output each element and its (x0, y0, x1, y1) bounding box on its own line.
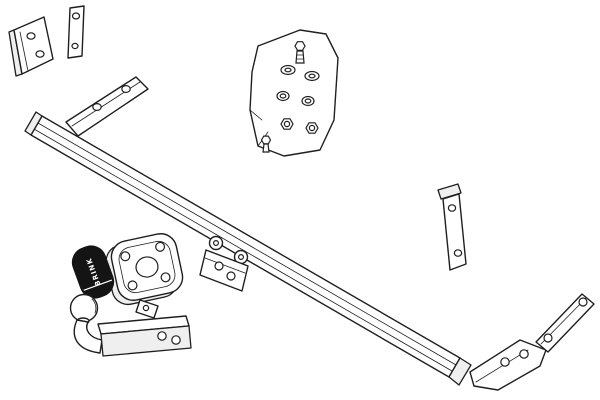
side-bracket-right-icon (437, 183, 467, 271)
swan-neck-towball-icon (69, 293, 192, 357)
diagonal-strap-icon (535, 293, 595, 353)
flange-plate-icon (105, 233, 184, 306)
fastener-kit-icon (249, 29, 339, 157)
crossbar (24, 76, 461, 378)
small-clip-icon (135, 299, 159, 319)
corner-bracket-icon (8, 16, 54, 77)
end-bracket-right-icon (448, 339, 547, 391)
center-bracket-icon (199, 235, 249, 292)
mounting-strip-icon (67, 5, 85, 59)
ball-cover-cap: BRINK (71, 245, 115, 299)
crossbar-left-bracket-icon (65, 76, 149, 137)
